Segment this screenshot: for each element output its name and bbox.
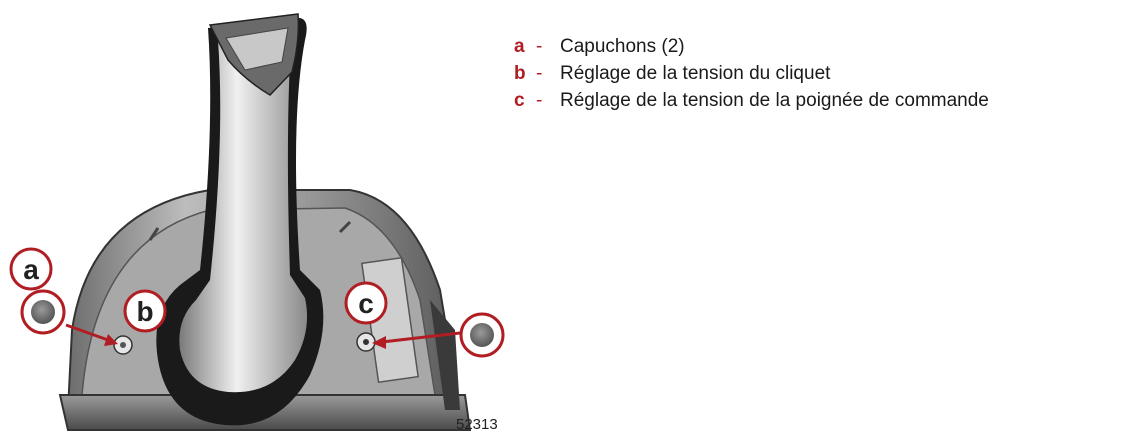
legend-item-a: a - Capuchons (2)	[514, 36, 989, 63]
callout-arrow-left	[65, 323, 118, 346]
callout-a: a	[9, 247, 53, 291]
legend-key: b	[514, 63, 526, 84]
legend-dash: -	[536, 63, 543, 84]
legend-key: c	[514, 90, 525, 111]
legend-key: a	[514, 36, 525, 57]
callout-a-label: a	[23, 254, 39, 285]
legend-dash: -	[536, 36, 543, 57]
legend-text: Réglage de la tension de la poignée de c…	[560, 90, 989, 111]
left-cap	[20, 289, 66, 335]
right-cap	[459, 312, 505, 358]
callout-arrow-right	[372, 331, 461, 349]
control-handle	[156, 13, 324, 426]
callout-c: c	[344, 281, 388, 325]
figure-number: 52313	[456, 416, 498, 433]
legend-text: Capuchons (2)	[560, 36, 685, 57]
legend: a - Capuchons (2) b - Réglage de la tens…	[514, 36, 989, 117]
legend-item-c: c - Réglage de la tension de la poignée …	[514, 90, 989, 117]
callout-b-label: b	[136, 296, 153, 327]
legend-dash: -	[536, 90, 543, 111]
legend-text: Réglage de la tension du cliquet	[560, 63, 831, 84]
control-lever-illustration: a b c	[9, 13, 505, 431]
handle-tension-screw	[356, 332, 376, 352]
ratchet-tension-screw	[113, 335, 133, 355]
callout-c-label: c	[358, 288, 374, 319]
callout-b: b	[123, 289, 167, 333]
legend-item-b: b - Réglage de la tension du cliquet	[514, 63, 989, 90]
